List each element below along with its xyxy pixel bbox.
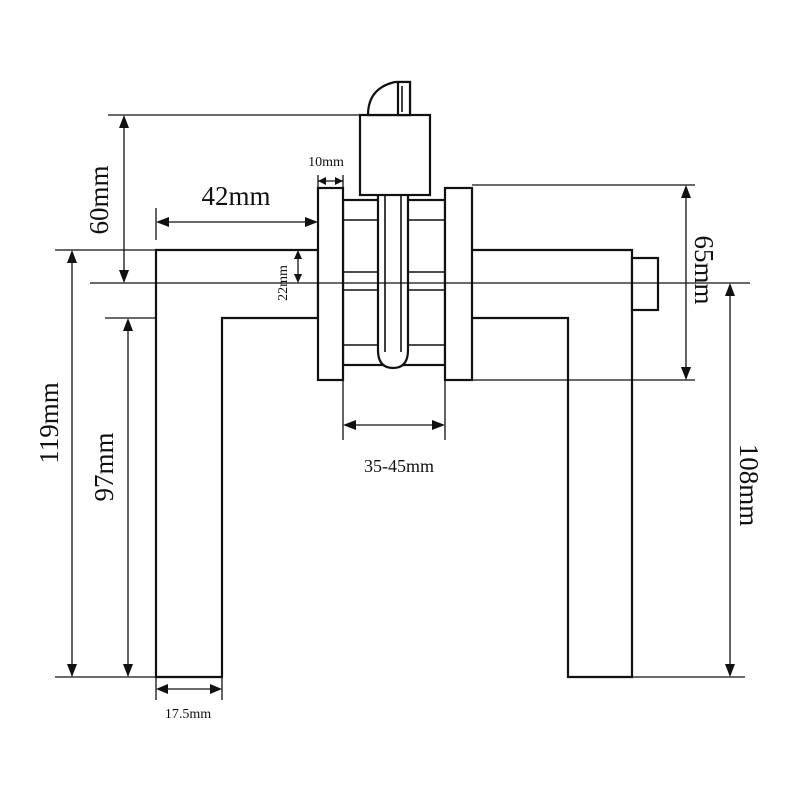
arrow xyxy=(119,270,129,283)
end-cap xyxy=(630,256,660,312)
arrow xyxy=(123,318,133,331)
arrow xyxy=(67,664,77,677)
arrow xyxy=(305,217,318,227)
label-108mm: 108mm xyxy=(734,444,764,527)
label-65mm: 65mm xyxy=(689,235,719,304)
left-rose xyxy=(316,186,345,382)
arrow xyxy=(156,217,169,227)
lock-cylinder xyxy=(358,113,432,197)
arrow xyxy=(343,420,356,430)
label-17-5mm: 17.5mm xyxy=(165,707,211,722)
arrow xyxy=(210,684,222,694)
label-42mm: 42mm xyxy=(201,181,270,211)
arrow xyxy=(156,684,168,694)
arrow xyxy=(294,250,302,259)
spindle xyxy=(376,190,410,370)
arrow xyxy=(725,664,735,677)
arrow xyxy=(294,274,302,283)
arrow xyxy=(432,420,445,430)
label-97mm: 97mm xyxy=(89,432,119,501)
arrow xyxy=(119,115,129,128)
label-10mm: 10mm xyxy=(308,155,344,170)
arrow xyxy=(725,283,735,296)
label-119mm: 119mm xyxy=(34,382,64,464)
right-rose xyxy=(443,186,474,382)
arrow xyxy=(318,177,326,185)
right-handle xyxy=(444,248,634,679)
arrow xyxy=(123,664,133,677)
label-35-45mm: 35-45mm xyxy=(364,456,434,476)
arrow xyxy=(67,250,77,263)
label-22mm: 22mm xyxy=(276,265,291,301)
thumb-turn-tab xyxy=(396,80,412,117)
arrow xyxy=(681,367,691,380)
arrow xyxy=(681,185,691,198)
label-60mm: 60mm xyxy=(84,165,114,234)
arrow xyxy=(335,177,343,185)
left-handle xyxy=(154,248,320,679)
